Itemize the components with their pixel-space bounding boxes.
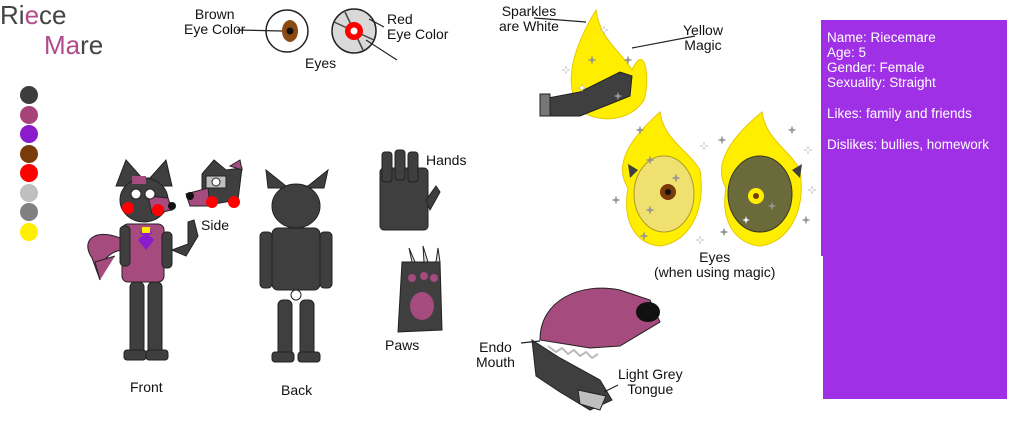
sparkle-icon bbox=[577, 83, 587, 93]
swatch-yellow bbox=[20, 222, 38, 241]
brown-eye-label: Brown Eye Color bbox=[184, 6, 246, 37]
eyes-label: Eyes bbox=[305, 55, 337, 71]
title-line-1: Riece bbox=[0, 0, 67, 30]
side-view-label: Side bbox=[201, 217, 230, 233]
sparkle-icon bbox=[741, 215, 751, 225]
sparkles-label: Sparkles are White bbox=[499, 3, 559, 34]
sparkle-icon bbox=[695, 235, 705, 245]
swatch-red bbox=[20, 164, 38, 182]
magic-eye-left bbox=[622, 111, 702, 247]
front-view-label: Front bbox=[130, 379, 163, 395]
swatch-pink bbox=[20, 105, 38, 124]
paw-icon bbox=[397, 245, 443, 333]
swatch-purple bbox=[20, 125, 38, 143]
sparkle-icon bbox=[561, 65, 571, 75]
sparkle-icon bbox=[611, 195, 621, 205]
sparkle-icon bbox=[717, 135, 727, 145]
side-view-head bbox=[185, 159, 243, 208]
sparkle-icon bbox=[699, 141, 709, 151]
paws-label: Paws bbox=[385, 337, 420, 353]
swatch-dark-grey bbox=[20, 86, 38, 104]
front-view-figure bbox=[87, 158, 199, 361]
info-age: Age: 5 bbox=[827, 45, 867, 60]
brown-eye-icon bbox=[236, 9, 309, 53]
back-view-label: Back bbox=[281, 382, 313, 398]
back-view-figure bbox=[259, 168, 333, 363]
red-eye-label: Red Eye Color bbox=[387, 11, 449, 42]
info-name: Name: Riecemare bbox=[827, 30, 936, 45]
character-name-title: Riece Mare bbox=[0, 0, 1024, 60]
info-dislikes: Dislikes: bullies, homework bbox=[827, 137, 990, 152]
swatch-light-grey bbox=[20, 183, 38, 202]
red-eye-icon bbox=[331, 8, 398, 61]
sparkle-icon bbox=[671, 173, 681, 183]
yellow-magic-label: Yellow Magic bbox=[683, 22, 723, 53]
sparkle-icon bbox=[719, 227, 729, 237]
hand-icon bbox=[379, 149, 441, 231]
sparkle-icon bbox=[787, 125, 797, 135]
hands-label: Hands bbox=[426, 152, 467, 168]
sparkle-icon bbox=[635, 125, 645, 135]
yellow-magic-hand bbox=[533, 8, 696, 120]
sparkle-icon bbox=[645, 205, 655, 215]
swatch-grey bbox=[20, 203, 38, 221]
magic-eye-right bbox=[721, 111, 802, 247]
sparkle-icon bbox=[613, 91, 623, 101]
endo-mouth bbox=[520, 287, 661, 411]
color-palette bbox=[20, 86, 40, 242]
sparkle-icon bbox=[807, 185, 817, 195]
sparkle-icon bbox=[803, 145, 813, 155]
title-line-2: Mare bbox=[44, 30, 104, 60]
info-panel-background bbox=[821, 20, 1007, 399]
tongue-label: Light Grey Tongue bbox=[618, 366, 683, 397]
sparkle-icon bbox=[587, 55, 597, 65]
magic-eyes-label: Eyes (when using magic) bbox=[654, 249, 776, 280]
info-likes: Likes: family and friends bbox=[827, 106, 972, 121]
info-gender: Gender: Female bbox=[827, 60, 925, 75]
sparkle-icon bbox=[645, 155, 655, 165]
sparkle-icon bbox=[623, 55, 633, 65]
endo-mouth-label: Endo Mouth bbox=[476, 339, 515, 370]
sparkle-icon bbox=[767, 201, 777, 211]
sparkle-icon bbox=[801, 215, 811, 225]
sparkle-icon bbox=[639, 231, 649, 241]
swatch-brown bbox=[20, 144, 38, 163]
sparkle-icon bbox=[599, 25, 609, 35]
character-info-panel: Name: Riecemare Age: 5 Gender: Female Se… bbox=[821, 20, 1007, 399]
info-sexuality: Sexuality: Straight bbox=[827, 75, 936, 90]
